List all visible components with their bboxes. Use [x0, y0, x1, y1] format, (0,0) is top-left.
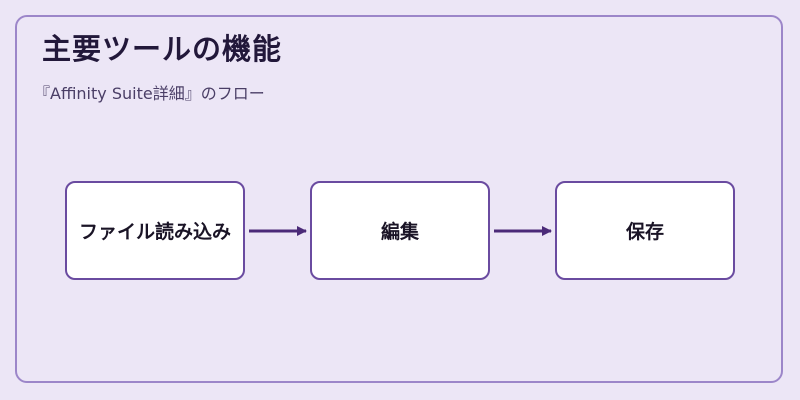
flow-node-edit: 編集	[310, 181, 490, 280]
diagram-subtitle: 『Affinity Suite詳細』のフロー	[34, 84, 265, 103]
diagram-title: 主要ツールの機能	[42, 32, 283, 66]
flow-node-save: 保存	[555, 181, 735, 280]
flow-node-file-import: ファイル読み込み	[65, 181, 245, 280]
